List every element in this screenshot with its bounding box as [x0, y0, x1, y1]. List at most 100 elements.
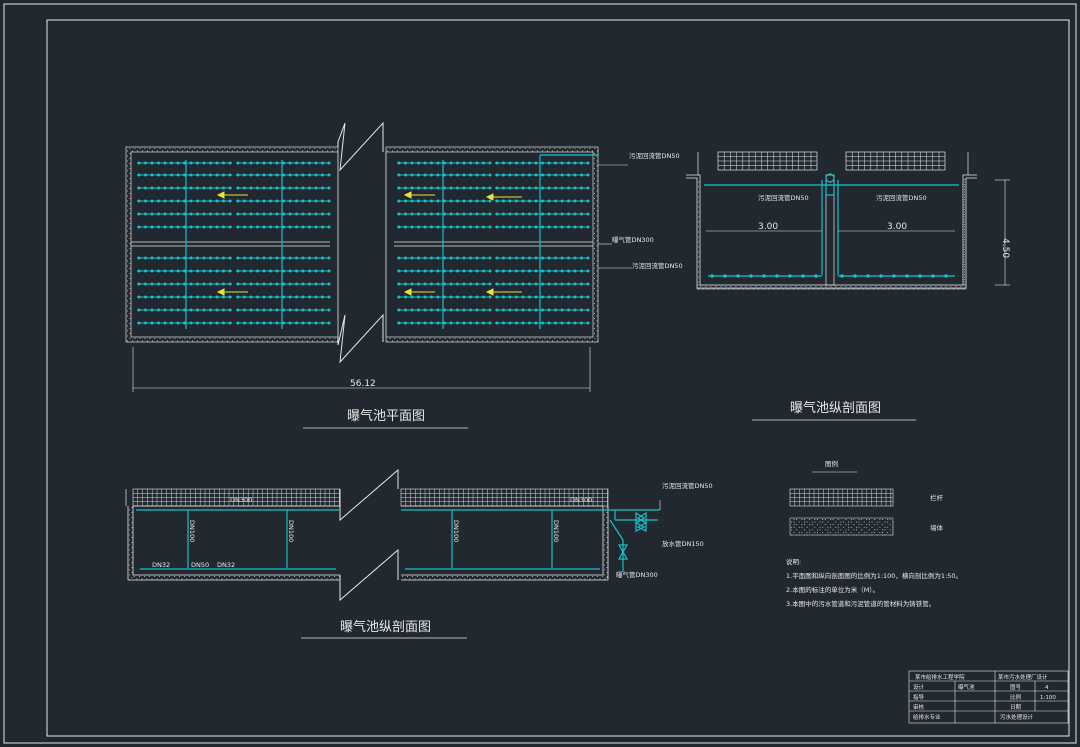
plan-return-pipe-label: 污泥回流管DN50 — [629, 151, 680, 160]
diffuser-row — [495, 173, 590, 177]
ls-dn50: DN50 — [191, 561, 209, 569]
diffuser-row — [495, 186, 590, 190]
diffuser-row — [137, 225, 232, 229]
plan-view: 污泥回流管DN50 曝气管DN300 污泥回流管DN50 56.12 曝气池平面… — [125, 121, 967, 581]
xs-height: 4.50 — [1000, 238, 1010, 258]
tb-row-2: 指导 — [913, 693, 925, 701]
notes-line-2: 2.本图的标注的单位为米（M）。 — [786, 585, 879, 594]
xs-left-pipe-label: 污泥回流管DN50 — [758, 193, 809, 202]
diffuser-row — [495, 269, 590, 273]
diffuser-row — [397, 161, 492, 165]
diffuser-row — [495, 256, 590, 260]
diffuser-row — [236, 321, 331, 325]
diffuser-row — [397, 173, 492, 177]
diffuser-row — [137, 295, 232, 299]
diffuser-row — [495, 282, 590, 286]
diffuser-row — [137, 212, 232, 216]
long-section-view: DN300 DN300 DN100 DN100 DN100 DN100 DN32… — [125, 468, 713, 639]
xs-width-left: 3.00 — [758, 222, 778, 232]
diffuser-row — [397, 321, 492, 325]
ls-sludge-pipe-label: 污泥回流管DN50 — [662, 481, 713, 490]
diffuser-row — [495, 295, 590, 299]
ls-dn100-4: DN100 — [552, 520, 560, 542]
diffuser-row — [495, 321, 590, 325]
diffuser-row — [495, 308, 590, 312]
tb-right-4: 污水处理设计 — [1000, 713, 1034, 721]
diffuser-row — [495, 199, 590, 203]
ls-dn300-right: DN300 — [570, 496, 592, 504]
ls-dn100-3: DN100 — [452, 520, 460, 542]
notes-heading: 说明: — [786, 557, 801, 566]
diffuser-row — [236, 295, 331, 299]
diffuser-row — [137, 308, 232, 312]
ls-dn100-1: DN100 — [188, 520, 196, 542]
diffuser-row — [137, 199, 232, 203]
diffuser-row — [495, 225, 590, 229]
tb-school: 某市给排水工程学院 — [915, 673, 965, 681]
diffuser-row — [397, 308, 492, 312]
diffuser-row — [495, 161, 590, 165]
xs-width-right: 3.00 — [887, 222, 907, 232]
diffuser-row — [137, 321, 232, 325]
legend-wall-symbol — [789, 517, 894, 536]
tb-right-1: 图号 — [1010, 683, 1022, 691]
plan-air-pipe-label: 曝气管DN300 — [612, 235, 654, 244]
ls-dn300-left: DN300 — [230, 496, 252, 504]
tb-drawing: 曝气池 — [958, 683, 975, 691]
ls-dn32-a: DN32 — [152, 561, 170, 569]
diffuser-row — [236, 256, 331, 260]
diffuser-row — [397, 256, 492, 260]
tb-right-2: 比例 — [1010, 693, 1022, 701]
diffuser-row — [236, 225, 331, 229]
plan-sludge-pipe-label: 污泥回流管DN50 — [632, 261, 683, 270]
ls-dn32-b: DN32 — [217, 561, 235, 569]
diffuser-row — [236, 199, 331, 203]
diffuser-row — [397, 212, 492, 216]
cross-section-view: 污泥回流管DN50 污泥回流管DN50 3.00 3.00 4.50 曝气池纵剖… — [686, 151, 1010, 421]
inner-frame — [46, 19, 1070, 737]
notes-line-3: 3.本图中的污水管道和污泥管道的管材料为铸铁管。 — [786, 599, 935, 608]
diffuser-row — [137, 269, 232, 273]
outer-frame — [3, 3, 1077, 744]
tb-project: 某市污水处理厂设计 — [998, 673, 1048, 681]
tb-row-4: 给排水专业 — [913, 713, 941, 721]
plan-dimension: 56.12 — [350, 379, 376, 389]
tb-row-3: 审核 — [913, 703, 925, 711]
diffuser-row — [397, 199, 492, 203]
legend-wall-label: 墙体 — [930, 523, 944, 532]
diffuser-row — [137, 161, 232, 165]
ls-drain-pipe-label: 放水管DN150 — [662, 539, 704, 548]
tb-row-1: 设计 — [913, 683, 925, 691]
tb-right-3: 日期 — [1010, 704, 1022, 711]
xs-right-pipe-label: 污泥回流管DN50 — [876, 193, 927, 202]
ls-title: 曝气池纵剖面图 — [340, 619, 431, 635]
diffuser-row — [236, 308, 331, 312]
tb-scale: 1:100 — [1040, 695, 1056, 701]
diffuser-row — [397, 295, 492, 299]
plan-title: 曝气池平面图 — [347, 408, 425, 424]
tb-sheet-no: 4 — [1045, 685, 1049, 691]
legend-railing-label: 栏杆 — [930, 493, 944, 502]
xs-title: 曝气池纵剖面图 — [790, 400, 881, 416]
diffuser-row — [236, 282, 331, 286]
diffuser-row — [137, 282, 232, 286]
title-block — [908, 670, 1069, 724]
diffuser-row — [137, 256, 232, 260]
legend-title: 图例 — [825, 459, 838, 468]
notes: 说明: 1.平面图和纵向剖面图的比例为1:100，横向剖比例为1:50。 2.本… — [786, 557, 962, 608]
diffuser-row — [137, 186, 232, 190]
diffuser-row — [236, 186, 331, 190]
diffuser-row — [236, 173, 331, 177]
notes-line-1: 1.平面图和纵向剖面图的比例为1:100，横向剖比例为1:50。 — [786, 571, 962, 580]
diffuser-row — [137, 173, 232, 177]
legend: 图例 栏杆 墙体 — [789, 459, 944, 536]
diffuser-row — [236, 269, 331, 273]
diffuser-row — [397, 186, 492, 190]
ls-air-pipe-label: 曝气管DN300 — [616, 570, 658, 579]
diffuser-row — [397, 269, 492, 273]
ls-dn100-2: DN100 — [287, 520, 295, 542]
diffuser-row — [495, 212, 590, 216]
diffuser-row — [236, 212, 331, 216]
diffuser-row — [397, 282, 492, 286]
